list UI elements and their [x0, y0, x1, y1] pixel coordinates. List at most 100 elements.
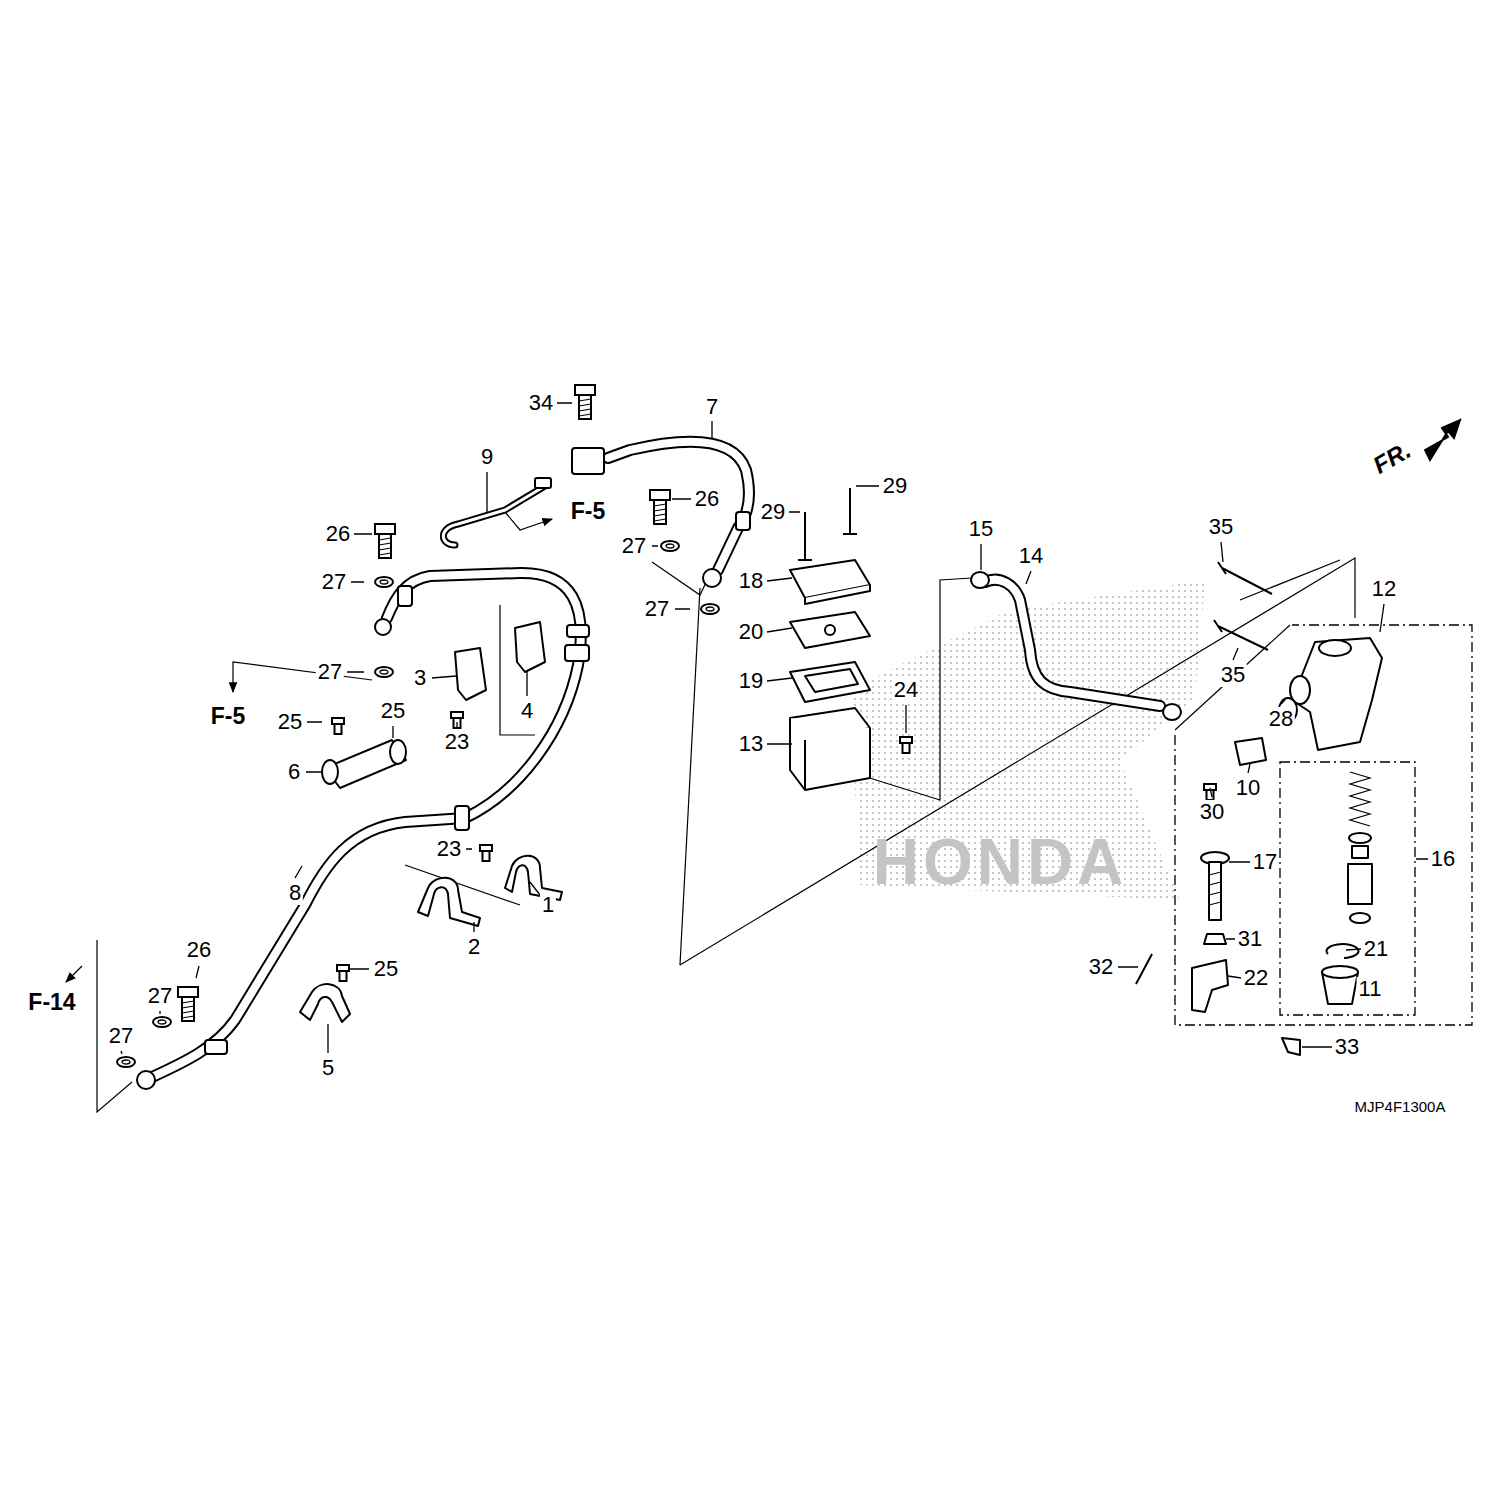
brake-hose-8 [150, 573, 581, 1078]
piston-kit [1350, 913, 1370, 923]
reference-label: F-14 [26, 990, 77, 1015]
callout-number: 27 [643, 597, 671, 621]
reservoir [790, 662, 870, 702]
callout-number: 29 [881, 474, 909, 498]
callout-number: 11 [1357, 977, 1384, 1001]
fasteners [117, 1057, 135, 1067]
fasteners [153, 1017, 171, 1027]
callout-number: 21 [1362, 937, 1390, 961]
callout-number: 15 [967, 517, 995, 541]
reservoir [790, 560, 870, 790]
group-lines [1175, 625, 1472, 1025]
group-lines [680, 558, 1355, 965]
brake-hose-8 [567, 625, 589, 637]
brake-hose-8 [150, 573, 581, 1078]
callout-number: 8 [287, 881, 303, 905]
fasteners [1218, 562, 1272, 594]
reservoir-hose-14 [1163, 704, 1181, 720]
fasteners [337, 965, 349, 981]
fr-arrow [1425, 420, 1460, 460]
fasteners [375, 524, 395, 558]
reservoir-hose-14 [985, 580, 1160, 706]
callout-number: 1 [540, 893, 556, 917]
fasteners [843, 488, 857, 534]
callout-number: 5 [320, 1056, 336, 1080]
piston-kit [1350, 772, 1370, 826]
master-cylinder [1319, 640, 1351, 656]
pushrod-assembly [1136, 852, 1300, 1055]
pushrod-assembly [1209, 872, 1221, 905]
brake-pipe-9 [443, 486, 545, 545]
group-lines [1280, 762, 1415, 1015]
watermark: HONDA [871, 829, 1130, 895]
callout-number: 17 [1251, 850, 1279, 874]
callout-number: 27 [146, 984, 174, 1008]
piston-kit [1352, 846, 1368, 858]
callout-number: 27 [107, 1024, 135, 1048]
callout-number: 22 [1242, 966, 1270, 990]
fasteners [332, 718, 344, 734]
watermark-wing [850, 580, 1205, 900]
brake-hose-8 [137, 1071, 155, 1089]
reference-arrows [505, 512, 552, 530]
reservoir [790, 612, 870, 648]
brake-pipe-9 [535, 478, 551, 488]
brake-hose-8 [205, 1040, 227, 1054]
callout-number: 12 [1370, 577, 1398, 601]
group-lines [405, 865, 520, 905]
callout-number: 25 [379, 699, 407, 723]
callout-number: 10 [1234, 776, 1262, 800]
callout-number: 6 [286, 760, 302, 784]
fasteners [480, 845, 492, 861]
piston-kit [1322, 772, 1372, 1004]
pushrod-assembly [1209, 862, 1221, 920]
master-cylinder [1235, 638, 1382, 765]
hose-brackets [455, 648, 486, 700]
piston-kit [1348, 864, 1372, 904]
brake-hose-8 [455, 806, 469, 830]
callout-number: 35 [1219, 663, 1247, 687]
reservoir [804, 740, 806, 790]
hose-brackets [322, 760, 338, 784]
brake-hose-8 [398, 586, 412, 606]
brake-hose-7 [608, 442, 749, 570]
hose-brackets [325, 740, 406, 788]
callout-number: 26 [693, 487, 721, 511]
callout-number: 26 [185, 938, 213, 962]
pushrod-assembly [1204, 934, 1226, 944]
hose-brackets [300, 984, 350, 1022]
callout-number: 29 [759, 500, 787, 524]
callout-number: 25 [372, 957, 400, 981]
callout-number: 18 [737, 569, 765, 593]
callout-number: 25 [276, 710, 304, 734]
callout-number: 19 [737, 669, 765, 693]
reference-label: F-5 [569, 499, 608, 524]
brake-hose-8 [375, 619, 391, 635]
callout-number: 20 [737, 620, 765, 644]
reservoir [805, 585, 870, 604]
callout-number: 9 [479, 445, 495, 469]
pushrod-assembly [1136, 954, 1152, 984]
callout-number: 16 [1429, 847, 1457, 871]
reservoir [790, 718, 870, 790]
direction-label: FR. [1367, 436, 1417, 480]
callout-number: 23 [443, 730, 471, 754]
brake-pipe-9 [443, 478, 551, 545]
fasteners [798, 512, 812, 560]
piston-kit [1322, 966, 1358, 978]
callout-number: 2 [466, 935, 482, 959]
callout-number: 27 [320, 570, 348, 594]
hose-brackets [418, 878, 480, 926]
fasteners [661, 541, 679, 551]
callout-number: 28 [1267, 707, 1295, 731]
callout-number: 24 [892, 678, 920, 702]
group-lines [860, 578, 972, 800]
brake-pipe-9 [443, 486, 545, 545]
hose-brackets [515, 622, 545, 672]
reference-arrows [233, 662, 372, 692]
callout-number: 23 [435, 837, 463, 861]
diagram-code: MJP4F1300A [1353, 1098, 1448, 1115]
reservoir-hose-14 [971, 572, 989, 588]
brake-hose-8 [565, 645, 589, 661]
